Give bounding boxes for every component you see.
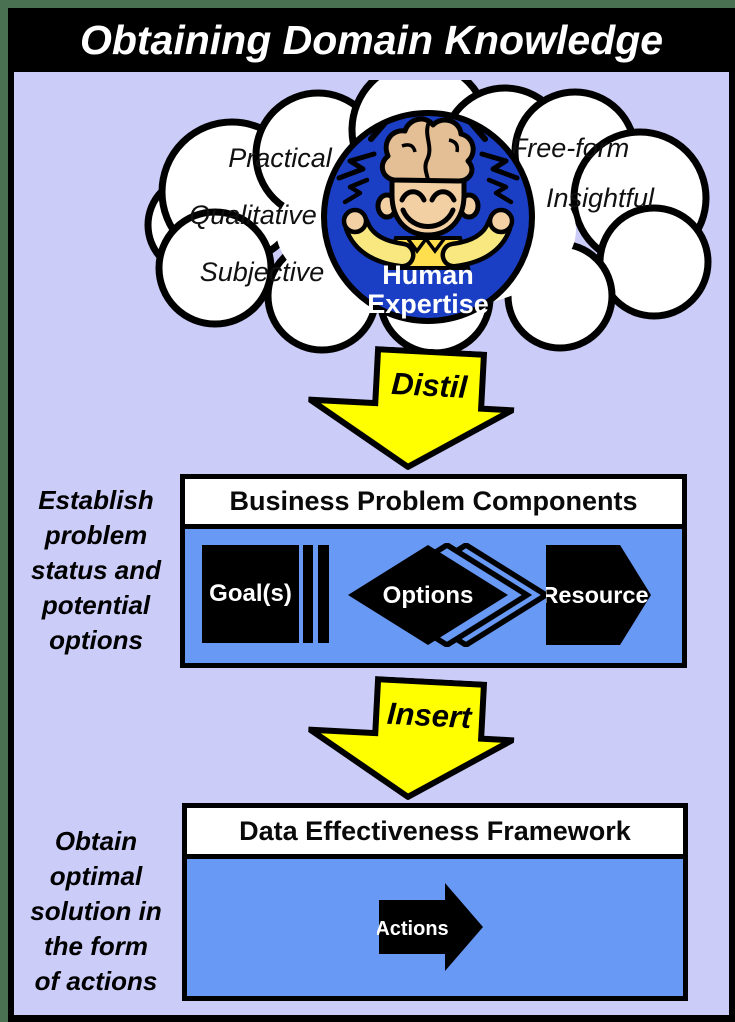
human-expertise-label-line1: Human (382, 260, 474, 290)
note-establish-line: Establish (38, 485, 154, 515)
title-band: Obtaining Domain Knowledge (8, 8, 735, 72)
note-establish-line: problem (44, 520, 148, 550)
note-establish-line: options (49, 625, 143, 655)
insert-arrow: Insert (304, 676, 518, 801)
note-obtain-line: the form (44, 931, 148, 961)
goal-label: Goal(s) (209, 580, 292, 607)
resource-label: Resource (546, 582, 649, 608)
options-shape: Options (348, 543, 552, 647)
diagram-content: Practical Qualitative Subjective Free-fo… (14, 72, 729, 1015)
data-effectiveness-framework-box: Data Effectiveness Framework Actions (182, 803, 688, 1001)
distil-arrow: Distil (304, 346, 518, 471)
business-box-header: Business Problem Components (185, 479, 682, 529)
cloud-word-subjective: Subjective (200, 257, 325, 287)
goal-bar-1 (303, 545, 313, 643)
cloud-word-freeform: Free-form (511, 133, 630, 163)
diagram-frame: Obtaining Domain Knowledge (8, 8, 735, 1022)
business-problem-components-box: Business Problem Components Goal(s) Opti… (180, 474, 687, 668)
note-obtain: Obtain optimal solution in the form of a… (14, 824, 178, 999)
actions-arrow-shape: Actions (377, 883, 483, 971)
human-expertise-label-line2: Expertise (367, 289, 489, 319)
page-title: Obtaining Domain Knowledge (79, 16, 664, 63)
cloud-word-qualitative: Qualitative (189, 200, 317, 230)
note-establish: Establish problem status and potential o… (14, 483, 178, 658)
note-obtain-line: Obtain (54, 826, 138, 856)
cloud-word-insightful: Insightful (546, 183, 655, 213)
goal-shape: Goal(s) (202, 545, 299, 643)
note-obtain-line: of actions (34, 966, 158, 996)
knowledge-cloud: Practical Qualitative Subjective Free-fo… (144, 80, 712, 357)
goal-bar-2 (318, 545, 329, 643)
human-expertise-icon: Human Expertise (321, 110, 535, 324)
framework-box-body: Actions (187, 859, 683, 996)
cloud-word-practical: Practical (228, 143, 333, 173)
framework-box-header: Data Effectiveness Framework (187, 808, 683, 859)
actions-label: Actions (377, 918, 449, 940)
insert-arrow-label: Insert (386, 696, 474, 735)
distil-arrow-label: Distil (390, 366, 469, 405)
note-establish-line: potential (41, 590, 151, 620)
business-box-body: Goal(s) Options Resource (185, 529, 682, 663)
options-label: Options (383, 582, 474, 609)
note-obtain-line: solution in (30, 896, 162, 926)
resource-shape: Resource (546, 545, 651, 645)
note-establish-line: status and (30, 555, 162, 585)
note-obtain-line: optimal (49, 861, 143, 891)
